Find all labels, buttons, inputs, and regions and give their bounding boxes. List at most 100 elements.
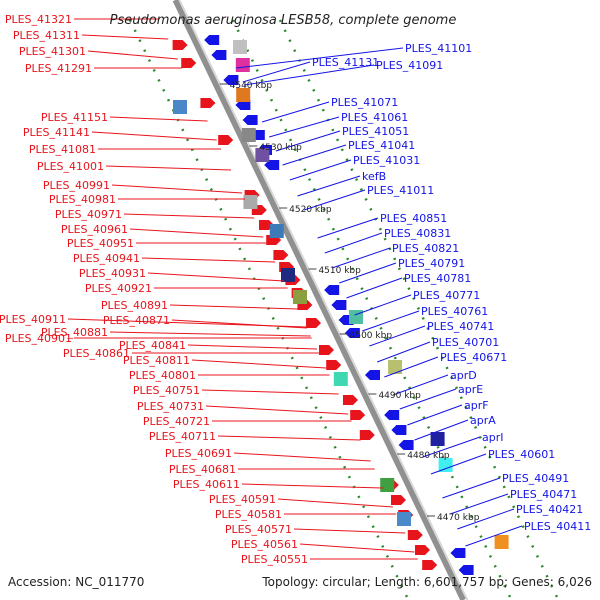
left-leader (293, 528, 406, 534)
left-leader (191, 359, 327, 369)
left-gene-label: PLES_40731 (137, 400, 204, 413)
right-gene-label: aprI (482, 431, 504, 444)
right-gene-label: kefB (362, 170, 386, 183)
kbp-tick-label: 4510 kbp (318, 266, 361, 276)
gene-block (293, 290, 307, 304)
left-gene-label: PLES_41301 (19, 45, 86, 58)
map-title: Pseudomonas aeruginosa LESB58, complete … (110, 13, 457, 28)
gene-labels: PLES_41321PLES_41311PLES_41301PLES_41291… (0, 13, 591, 566)
left-gene-label: PLES_40871 (103, 314, 170, 327)
right-leader (339, 262, 397, 284)
reverse-gene (324, 285, 340, 295)
left-leader (169, 304, 298, 310)
gene-block (241, 128, 256, 142)
right-leader (414, 419, 469, 441)
forward-gene (415, 545, 430, 555)
left-leader (87, 50, 178, 60)
forward-gene (343, 395, 358, 405)
right-leader (235, 47, 404, 69)
gene-block (430, 432, 445, 446)
right-leader (399, 388, 457, 410)
gene-block (397, 512, 411, 526)
forward-gene (422, 560, 438, 570)
left-gene-label: PLES_40611 (173, 478, 240, 491)
right-leader (289, 159, 352, 181)
right-leader (317, 217, 379, 239)
left-gene-label: PLES_40551 (241, 553, 308, 566)
left-gene-label: PLES_40711 (149, 430, 216, 443)
reverse-gene (450, 548, 466, 558)
left-gene-label: PLES_40951 (67, 237, 134, 250)
forward-gene (350, 410, 366, 420)
left-leader (105, 165, 232, 171)
left-gene-label: PLES_40961 (61, 223, 128, 236)
right-gene-label: PLES_40601 (488, 448, 555, 461)
reverse-gene (391, 425, 407, 435)
left-leader (109, 116, 208, 122)
left-gene-label: PLES_41321 (5, 13, 72, 26)
kbp-tick-label: 4500 kbp (350, 331, 393, 341)
right-gene-label: PLES_40761 (421, 305, 488, 318)
gene-block (349, 310, 363, 324)
gene-block (236, 88, 251, 102)
left-leader (217, 435, 361, 441)
right-leader (442, 477, 501, 499)
kbp-tick-label: 4520 kbp (289, 205, 332, 215)
reverse-gene (264, 160, 280, 170)
gene-block (438, 458, 453, 472)
left-leader (91, 131, 217, 141)
left-leader (109, 331, 311, 337)
left-leader (201, 389, 339, 395)
left-gene-label: PLES_41311 (13, 29, 80, 42)
left-gene-label: PLES_40941 (73, 252, 140, 265)
right-leader (407, 404, 463, 426)
right-leader (465, 525, 523, 547)
backbone-line (172, 0, 467, 600)
left-gene-label: PLES_40811 (123, 354, 190, 367)
right-leader (369, 325, 426, 347)
right-leader (422, 436, 481, 458)
forward-gene (181, 58, 197, 68)
forward-gene (359, 430, 375, 440)
gene-block (388, 360, 403, 374)
left-gene-label: PLES_40591 (209, 493, 276, 506)
topology-text: Topology: circular; Length: 6,601,757 bp… (261, 575, 592, 589)
reverse-gene (365, 370, 380, 380)
left-leader (187, 344, 318, 350)
right-leader (324, 232, 383, 254)
right-gene-label: aprE (458, 383, 483, 396)
left-leader (299, 543, 415, 553)
gene-block (173, 100, 187, 114)
right-leader (354, 294, 412, 316)
accession-text: Accession: NC_011770 (8, 575, 144, 589)
gene-features (172, 35, 509, 575)
forward-gene (407, 530, 423, 540)
right-leader (384, 356, 439, 378)
right-leader (244, 64, 375, 86)
backbone-shadow (178, 0, 469, 600)
right-leader (242, 61, 311, 83)
right-leader (376, 341, 431, 363)
forward-gene (319, 345, 334, 355)
right-gene-label: PLES_40671 (440, 351, 507, 364)
left-gene-label: PLES_40801 (129, 369, 196, 382)
right-gene-label: PLES_41071 (331, 96, 398, 109)
reverse-gene (242, 115, 258, 125)
left-gene-label: PLES_40841 (119, 339, 186, 352)
kbp-tick-label: 4470 kbp (437, 513, 480, 523)
forward-gene (391, 495, 406, 505)
right-gene-label: PLES_41031 (353, 154, 420, 167)
gene-block (333, 372, 348, 386)
left-gene-label: PLES_40881 (41, 326, 108, 339)
left-leader (141, 257, 276, 263)
left-gene-label: PLES_41141 (23, 126, 90, 139)
right-leader (449, 493, 509, 515)
left-gene-label: PLES_40991 (43, 179, 110, 192)
left-gene-label: PLES_40581 (215, 508, 282, 521)
gene-block (380, 478, 395, 492)
left-gene-label: PLES_40681 (169, 463, 236, 476)
right-gene-label: PLES_41051 (342, 125, 409, 138)
kbp-tick-label: 4490 kbp (378, 391, 421, 401)
